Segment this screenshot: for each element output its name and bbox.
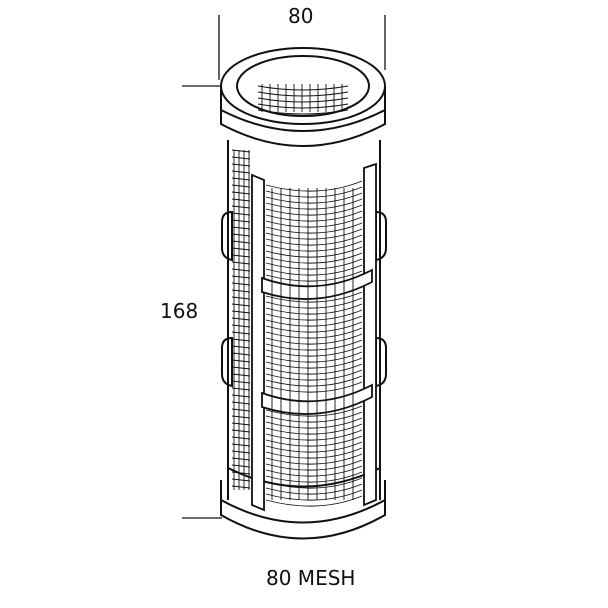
bottom-cap-top	[227, 467, 381, 488]
top-cap-outer	[220, 47, 386, 125]
top-cap-lip	[220, 109, 386, 132]
dimension-lines	[182, 15, 386, 519]
top-cap-side	[220, 86, 386, 147]
frame-bar-right	[363, 162, 377, 507]
inner-top-mesh	[257, 84, 349, 115]
back-mesh	[231, 149, 251, 490]
cartridge-body	[220, 47, 387, 540]
bottom-cap	[220, 480, 386, 540]
bottom-cap-lip	[220, 499, 386, 524]
rib-ring-1	[221, 210, 233, 262]
height-dimension-label: 168	[160, 299, 199, 323]
frame-bar-left	[251, 173, 265, 512]
rib-ring-2	[221, 336, 233, 388]
mesh-caption: 80 MESH	[266, 566, 356, 590]
top-cap-inner	[236, 55, 370, 117]
front-mesh	[265, 180, 363, 507]
width-dimension-label: 80	[288, 4, 314, 28]
